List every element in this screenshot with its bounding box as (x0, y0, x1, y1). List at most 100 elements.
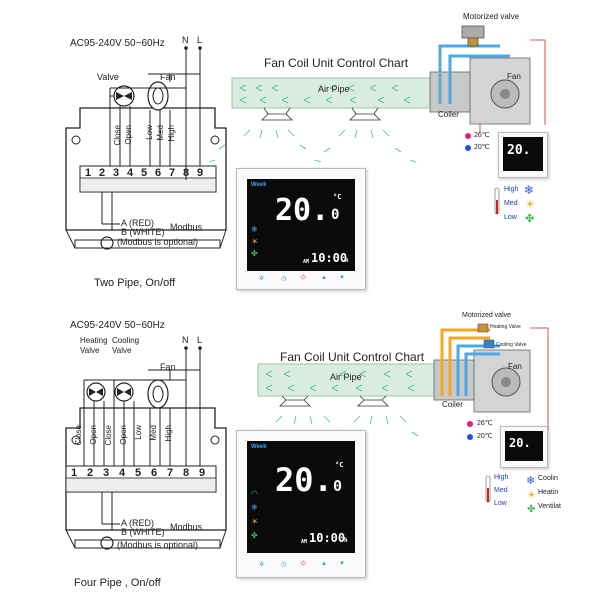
motorized-valve-label: Motorized valve (463, 12, 520, 21)
terminal-8: 8 (183, 467, 190, 479)
heating-valve-tag: Heating Valve (490, 324, 521, 330)
clock-time: 10:00 (311, 251, 348, 265)
terminal-3: 3 (113, 167, 120, 179)
two-pipe-panel: AC95-240V 50~60Hz N L Valve Fan Close Op… (65, 12, 548, 290)
coiler-label: Coiler (442, 400, 463, 409)
mode-ventilation: Ventilat (538, 503, 561, 510)
set-temperature-decimal: 0 (333, 477, 343, 495)
mini-thermostat-screen: 20. (505, 431, 543, 461)
up-button-icon[interactable]: ▲ (321, 275, 327, 281)
temp-hot-label: 26℃ (474, 132, 490, 139)
terminal-9: 9 (199, 467, 206, 479)
air-pipe-label: Air Pipe (330, 372, 362, 382)
mode-heating: Heatin (538, 489, 559, 496)
svg-text:✤: ✤ (527, 504, 535, 515)
terminal-2: 2 (99, 167, 106, 179)
modbus-b-label: B (WHITE) (121, 227, 165, 237)
power-button-icon[interactable]: ⏻ (301, 561, 306, 567)
chart-title: Fan Coil Unit Control Chart (280, 350, 425, 364)
speed-med: Med (494, 487, 508, 494)
panel-caption: Four Pipe , On/off (74, 577, 161, 589)
mini-thermostat-temp: 20. (509, 436, 531, 450)
fan-label: Fan (160, 72, 176, 82)
down-button-icon[interactable]: ▼ (339, 275, 345, 281)
set-temperature-decimal: 0 (331, 207, 340, 223)
am-label: AM (303, 259, 310, 265)
modbus-label: Modbus (170, 222, 203, 232)
terminal-1: 1 (71, 467, 78, 479)
motorized-valve-label: Motorized valve (462, 312, 512, 319)
temp-cold-label: 20℃ (477, 433, 493, 440)
clock-button-icon[interactable]: ◷ (281, 562, 287, 568)
fan-label: Fan (160, 362, 176, 372)
terminal-7: 7 (167, 467, 174, 479)
chart-title: Fan Coil Unit Control Chart (264, 56, 409, 70)
snowflake-icon: ❄ (251, 503, 258, 512)
modbus-a-label: A (RED) (121, 518, 155, 528)
two-pipe-fan-coil-chart: ❄ ☀ ✤ (208, 25, 546, 225)
modbus-a-label: A (RED) (121, 218, 155, 228)
set-temperature: 20. (275, 461, 333, 499)
terminal-7: 7 (169, 167, 176, 179)
am-label: AM (301, 539, 308, 545)
clock-time: 10:00 (309, 531, 346, 545)
modbus-note: (Modbus is optional) (117, 540, 199, 550)
clock-button-icon[interactable]: ◷ (281, 276, 287, 282)
terminal-4: 4 (119, 467, 126, 479)
neutral-label: N (182, 335, 189, 345)
clock-unit: h (344, 537, 348, 544)
week-label: Week (251, 182, 267, 188)
panel-caption: Two Pipe, On/off (94, 277, 176, 289)
two-pipe-wiring-diagram (65, 46, 227, 250)
svg-text:❄: ❄ (524, 183, 534, 197)
terminal-5: 5 (141, 167, 148, 179)
set-temperature: 20. (275, 193, 330, 228)
speed-high: High (494, 474, 509, 481)
fan-mode-icon: ✤ (251, 531, 258, 540)
speed-med: Med (504, 200, 518, 207)
temperature-unit: °C (333, 193, 342, 201)
power-spec: AC95-240V 50~60Hz (70, 320, 165, 331)
terminal-6: 6 (155, 167, 162, 179)
live-label: L (197, 335, 203, 345)
speed-low: Low (504, 214, 517, 221)
mode-button-icon[interactable]: ✲ (259, 276, 265, 282)
power-spec: AC95-240V 50~60Hz (70, 38, 165, 49)
terminal-9: 9 (197, 167, 204, 179)
four-pipe-fan-coil-chart: ❄ ☀ ✤ (251, 323, 549, 515)
terminal-2: 2 (87, 467, 94, 479)
mini-thermostat: 20. (498, 132, 548, 178)
cooling-valve-tag: Cooling Valve (496, 342, 527, 348)
up-button-icon[interactable]: ▲ (321, 561, 327, 567)
modbus-b-label: B (WHITE) (121, 527, 165, 537)
clock-unit: h (345, 257, 349, 264)
wifi-icon: ◠ (251, 489, 258, 498)
snowflake-icon: ❄ (251, 225, 258, 234)
svg-text:✤: ✤ (525, 212, 534, 225)
mode-button-icon[interactable]: ✲ (259, 562, 265, 568)
temp-cold-label: 20℃ (474, 144, 490, 151)
down-button-icon[interactable]: ▼ (339, 561, 345, 567)
mini-thermostat-temp: 20. (507, 143, 531, 158)
power-button-icon[interactable]: ⏻ (301, 275, 306, 281)
live-label: L (197, 35, 203, 45)
modbus-note: (Modbus is optional) (117, 237, 199, 247)
terminal-3: 3 (103, 467, 110, 479)
valve-label: Valve (97, 72, 119, 82)
air-pipe-label: Air Pipe (318, 84, 350, 94)
sun-icon: ☀ (251, 517, 259, 526)
thermostat-screen: Week 20. 0 °C AM 10:00 h ❄ ☀ ✤ (247, 179, 355, 271)
coiler-label: Coiler (438, 110, 459, 119)
temperature-unit: °C (335, 461, 344, 469)
mini-thermostat-screen: 20. (503, 137, 543, 171)
four-pipe-wiring-diagram (65, 346, 227, 550)
terminal-6: 6 (151, 467, 158, 479)
speed-low: Low (494, 500, 507, 507)
terminal-8: 8 (183, 167, 190, 179)
cooling-valve-label: Cooling Valve (112, 336, 140, 355)
mini-thermostat: 20. (500, 426, 548, 468)
fan-unit-label: Fan (508, 362, 522, 371)
temp-hot-label: 26℃ (477, 420, 493, 427)
speed-high: High (504, 186, 519, 193)
modbus-label: Modbus (170, 522, 203, 532)
